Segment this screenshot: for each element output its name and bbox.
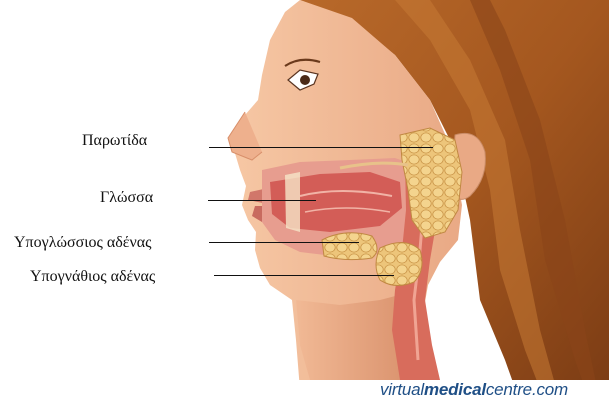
hair: [300, 0, 609, 402]
label-parotid: Παρωτίδα: [82, 132, 148, 149]
label-sublingual-gland: Υπογλώσσιος αδένας: [14, 234, 152, 251]
label-submandibular-gland: Υπογνάθιος αδένας: [30, 268, 156, 285]
watermark-part-centre: centre: [485, 380, 532, 399]
leader-line-parotid: [209, 147, 433, 148]
label-tongue: Γλώσσα: [100, 189, 154, 206]
watermark-logo: virtualmedicalcentre.com: [380, 379, 609, 402]
parotid-gland: [339, 127, 463, 239]
watermark-part-virtual: virtual: [380, 380, 424, 399]
submandibular-gland: [375, 242, 423, 286]
leader-line-tongue: [208, 200, 316, 201]
watermark-part-domain: .com: [531, 380, 568, 399]
leader-line-submandibular: [214, 275, 394, 276]
watermark-part-medical: medical: [423, 380, 486, 399]
bottom-margin: [0, 380, 609, 402]
watermark-text: virtualmedicalcentre.com: [380, 379, 568, 401]
neck: [296, 290, 420, 380]
sublingual-gland: [321, 232, 378, 261]
leader-line-sublingual: [209, 242, 359, 243]
oral-cavity: [262, 158, 430, 258]
